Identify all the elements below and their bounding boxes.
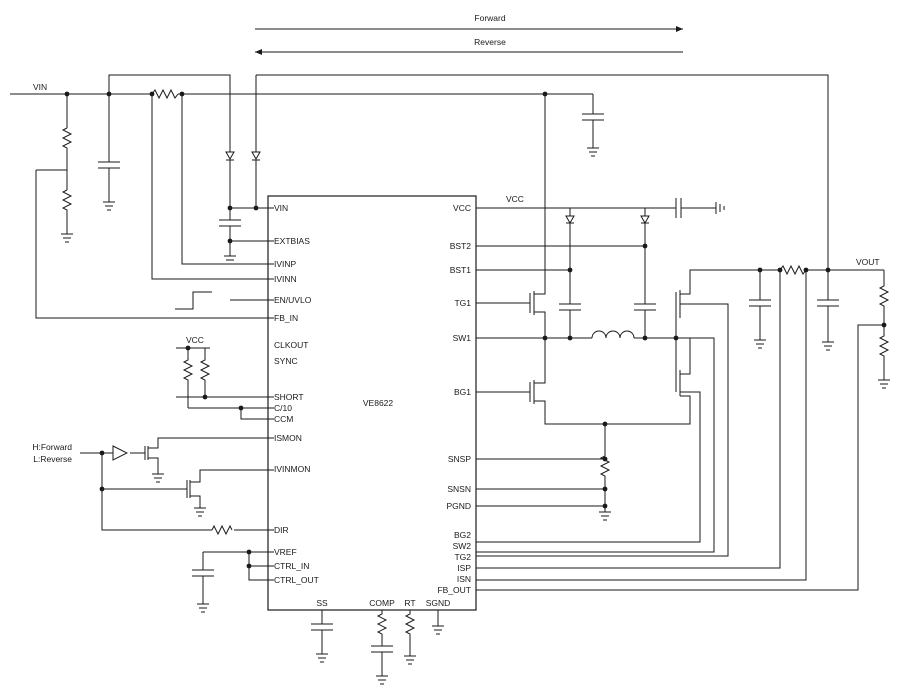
pin-label-tg2: TG2	[454, 552, 471, 562]
pin-label-ivinmon: IVINMON	[274, 464, 310, 474]
pin-label-isn: ISN	[457, 574, 471, 584]
pin-label-ctrl-out: CTRL_OUT	[274, 575, 319, 585]
input-sense-resistor	[151, 88, 179, 100]
pin-label-short: SHORT	[274, 392, 304, 402]
pin-label-bst2: BST2	[450, 241, 472, 251]
pin-label-ivinn: IVINN	[274, 274, 297, 284]
power-stage	[476, 94, 890, 591]
pin-label-vref: VREF	[274, 547, 297, 557]
vcc-pullup-label: VCC	[186, 335, 204, 345]
pin-label-comp: COMP	[369, 598, 395, 608]
pin-label-dir: DIR	[274, 525, 289, 535]
dir-forward-label: H:Forward	[32, 442, 72, 452]
vin-net-label: VIN	[33, 82, 47, 92]
pin-label-sw1: SW1	[453, 333, 472, 343]
pin-label-bg1: BG1	[454, 387, 471, 397]
pin-label-en-uvlo: EN/UVLO	[274, 295, 312, 305]
input-network	[10, 74, 829, 685]
forward-label: Forward	[474, 13, 505, 23]
vcc-net-label: VCC	[506, 194, 524, 204]
pin-label-c-10: C/10	[274, 403, 292, 413]
pin-label-pgnd: PGND	[446, 501, 471, 511]
pin-label-ctrl-in: CTRL_IN	[274, 561, 309, 571]
pin-label-fb-out: FB_OUT	[437, 585, 471, 595]
bottom-pin-labels: SS COMP RT SGND	[316, 598, 450, 608]
pin-label-ss: SS	[316, 598, 328, 608]
pin-label-rt: RT	[404, 598, 415, 608]
pin-label-fb-in: FB_IN	[274, 313, 298, 323]
pin-label-snsp: SNSP	[448, 454, 471, 464]
pin-label-sw2: SW2	[453, 541, 472, 551]
dir-reverse-label: L:Reverse	[33, 454, 72, 464]
pin-label-vcc: VCC	[453, 203, 471, 213]
ic-body	[267, 195, 477, 611]
pin-label-ismon: ISMON	[274, 433, 302, 443]
pin-label-sgnd: SGND	[426, 598, 451, 608]
pin-label-bg2: BG2	[454, 530, 471, 540]
pin-label-extbias: EXTBIAS	[274, 236, 310, 246]
reverse-label: Reverse	[474, 37, 506, 47]
pin-label-vin: VIN	[274, 203, 288, 213]
vout-net-label: VOUT	[856, 257, 880, 267]
ic-name: VE8622	[363, 398, 394, 408]
vin-divider-bottom-resistor	[61, 189, 73, 234]
output-sense-resistor	[779, 264, 807, 276]
junction-dots	[64, 91, 887, 569]
dir-resistor	[211, 524, 233, 536]
pin-label-isp: ISP	[457, 563, 471, 573]
direction-arrows: Forward Reverse	[255, 13, 683, 55]
pin-label-tg1: TG1	[454, 298, 471, 308]
pin-label-bst1: BST1	[450, 265, 472, 275]
left-pin-labels: VIN EXTBIAS IVINP IVINN EN/UVLO FB_IN CLKOUT SY…	[274, 203, 319, 585]
pin-label-ivinp: IVINP	[274, 259, 297, 269]
pin-label-clkout: CLKOUT	[274, 340, 308, 350]
vin-divider-top-resistor	[61, 127, 73, 190]
pin-label-sync: SYNC	[274, 356, 298, 366]
pin-label-ccm: CCM	[274, 414, 293, 424]
pin-label-snsn: SNSN	[447, 484, 471, 494]
